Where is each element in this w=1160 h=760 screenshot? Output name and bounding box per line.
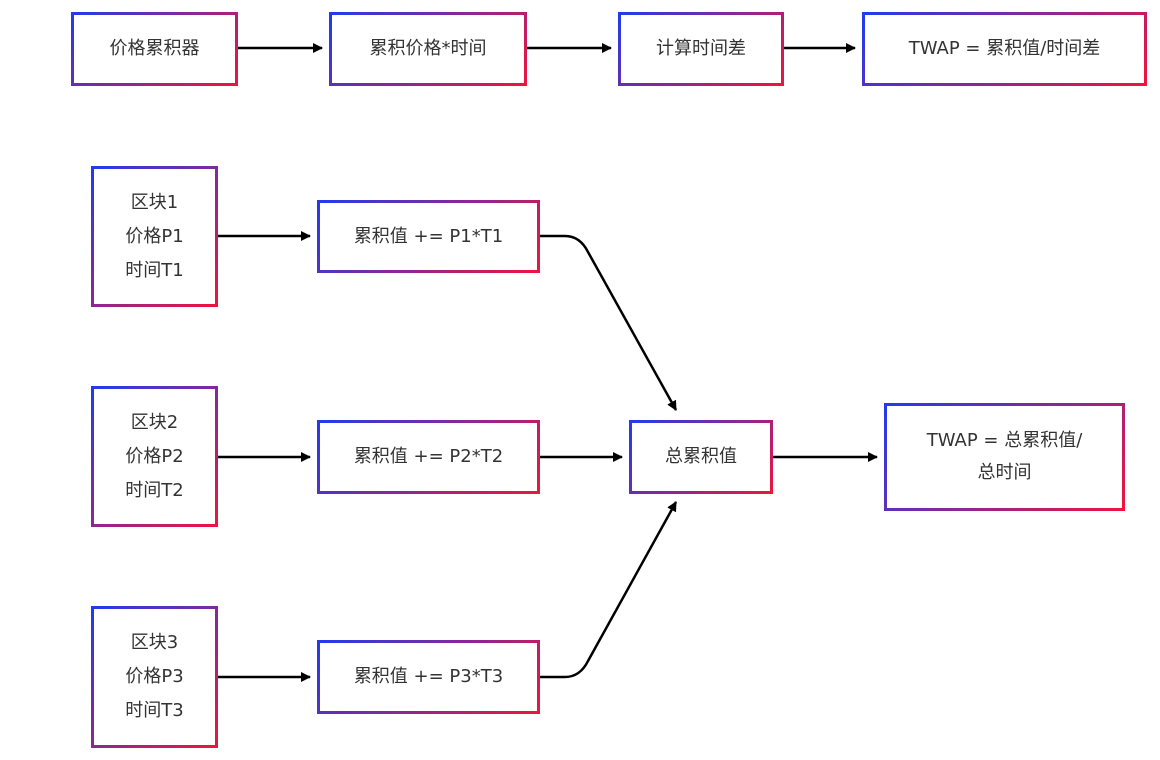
block-2-node: 区块2 价格P2 时间T2	[91, 386, 218, 527]
result-node: TWAP = 总累积值/ 总时间	[884, 403, 1125, 511]
accumulate-2-node: 累积值 += P2*T2	[317, 420, 540, 494]
block-2-time: 时间T2	[125, 479, 184, 501]
accumulate-1-node: 累积值 += P1*T1	[317, 200, 540, 273]
block-1-time: 时间T1	[125, 259, 184, 281]
multiply-node: 累积价格*时间	[329, 12, 527, 86]
accumulate-3-label: 累积值 += P3*T3	[353, 666, 504, 687]
block-1-label: 区块1	[130, 191, 179, 213]
block-2-price: 价格P2	[125, 445, 184, 467]
accumulator-label: 价格累积器	[109, 38, 200, 59]
twap-node: TWAP = 累积值/时间差	[862, 12, 1147, 86]
edge-accumulate-3-to-total	[540, 501, 678, 679]
total-node: 总累积值	[629, 420, 773, 494]
result-label-line1: TWAP = 总累积值/	[926, 430, 1083, 451]
result-label-line2: 总时间	[977, 462, 1032, 483]
block-3-price: 价格P3	[125, 666, 184, 687]
block-3-time: 时间T3	[125, 700, 184, 721]
block-1-price: 价格P1	[125, 225, 184, 247]
multiply-label: 累积价格*时间	[369, 38, 487, 59]
accumulator-node: 价格累积器	[71, 12, 238, 86]
block-3-node: 区块3 价格P3 时间T3	[91, 606, 218, 748]
block-3-label: 区块3	[130, 632, 179, 653]
twap-label: TWAP = 累积值/时间差	[908, 38, 1101, 59]
time-diff-node: 计算时间差	[618, 12, 784, 86]
time-diff-label: 计算时间差	[656, 38, 746, 59]
accumulate-1-label: 累积值 += P1*T1	[353, 225, 504, 247]
block-1-node: 区块1 价格P1 时间T1	[91, 166, 218, 307]
block-2-label: 区块2	[130, 411, 179, 433]
edge-accumulate-1-to-total	[540, 234, 678, 411]
accumulate-2-label: 累积值 += P2*T2	[353, 446, 504, 467]
accumulate-3-node: 累积值 += P3*T3	[317, 640, 540, 714]
total-label: 总累积值	[665, 446, 737, 467]
